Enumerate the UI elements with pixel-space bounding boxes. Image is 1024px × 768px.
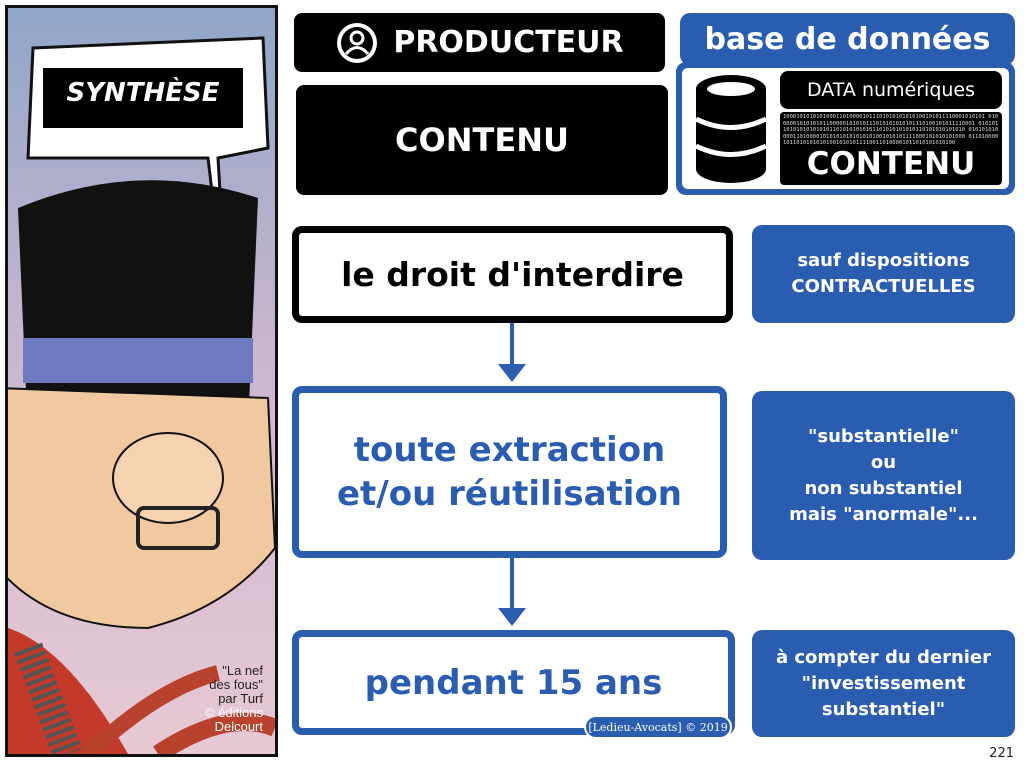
arrow-line [510, 558, 514, 610]
note-line: ou [870, 451, 897, 473]
extraction-line: toute extraction [353, 430, 666, 470]
comic-illustration: SYNTHÈSE "La nef des fous" par Turf © éd… [5, 5, 278, 757]
arrow-down-icon [498, 608, 526, 626]
note-line: substantiel" [821, 698, 946, 720]
credit-line: "La nef [222, 663, 263, 678]
droit-interdire-box: le droit d'interdire [292, 226, 733, 323]
note-line: CONTRACTUELLES [791, 276, 976, 297]
user-icon [337, 22, 378, 63]
comic-drawing [8, 36, 275, 754]
contenu-box: CONTENU [296, 85, 668, 195]
comic-credit: "La nef des fous" par Turf © éditions De… [205, 664, 263, 734]
credit-line: des fous" [209, 677, 263, 692]
credit-line: par Turf [218, 691, 263, 706]
arrow-down-icon [498, 364, 526, 382]
note-line: à compter du dernier [775, 646, 992, 668]
database-box: DATA numériques 100010101010100011010000… [676, 62, 1015, 195]
producteur-box: PRODUCTEUR [294, 13, 665, 72]
copyright-badge: [Ledieu-Avocats] © 2019 [584, 715, 732, 739]
note-line: non substantiel [804, 477, 963, 499]
credit-line: Delcourt [214, 719, 263, 734]
note-line: sauf dispositions [797, 250, 970, 271]
note-line: mais "anormale"... [789, 503, 978, 525]
credit-line: © éditions [205, 705, 263, 720]
note-box: "substantielle" ou non substantiel mais "an… [752, 391, 1015, 560]
note-line: "substantielle" [808, 425, 959, 447]
database-icon [696, 75, 766, 183]
binary-panel: 1000101010101000110100001011101010101010… [780, 112, 1002, 185]
producteur-label: PRODUCTEUR [393, 25, 624, 60]
speech-bubble-text: SYNTHÈSE [66, 78, 220, 108]
binary-text: 1000101010101000110100001011101010101010… [783, 114, 999, 146]
note-line: "investissement [801, 672, 966, 694]
note-box: à compter du dernier "investissement subst… [752, 630, 1015, 737]
data-numeriques-label: DATA numériques [780, 71, 1002, 109]
page-number: 221 [989, 746, 1014, 761]
base-de-donnees-title: base de données [680, 13, 1015, 65]
arrow-line [510, 323, 514, 368]
contenu-overlay: CONTENU [806, 145, 976, 182]
extraction-line: et/ou réutilisation [336, 474, 683, 514]
